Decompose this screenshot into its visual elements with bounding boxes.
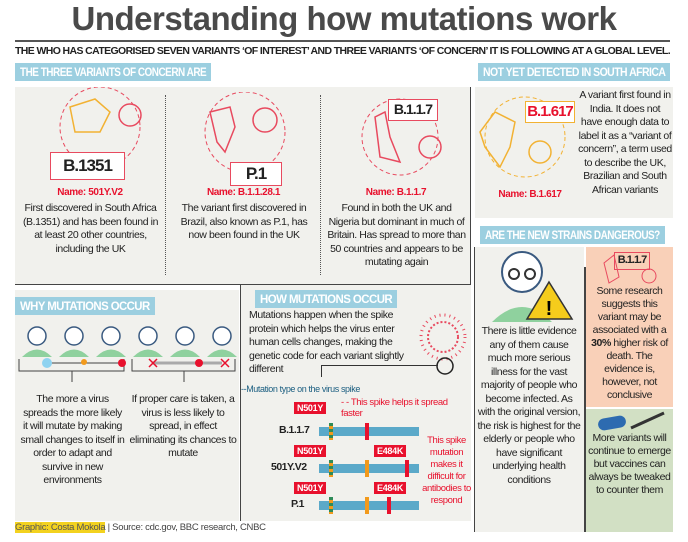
why-care-text: If proper care is taken, a virus is less… xyxy=(129,393,237,459)
mutation-marker xyxy=(329,497,333,514)
concern-panel: B.1351 Name: 501Y.V2 First discovered in… xyxy=(15,87,471,285)
mutation-marker xyxy=(365,497,369,514)
divider xyxy=(584,267,586,532)
brazil-virus-icon xyxy=(204,92,286,173)
variant-description: A variant first found in India. It does … xyxy=(578,89,672,196)
mutation-marker xyxy=(329,460,333,477)
footer: Graphic: Costa Mokola | Source: cdc.gov,… xyxy=(15,522,266,533)
spike-bar xyxy=(319,427,419,436)
connector-line xyxy=(321,365,438,377)
india-virus-icon xyxy=(479,96,566,178)
research-text-pre: Some research suggests this variant may … xyxy=(592,285,667,336)
not-detected-label: NOT YET DETECTED IN SOUTH AFRICA xyxy=(478,63,670,81)
not-detected-panel: B.1.617 Name: B.1.617 A variant first fo… xyxy=(475,87,673,218)
mutation-marker xyxy=(365,423,369,440)
how-panel: HOW MUTATIONS OCCUR Mutations happen whe… xyxy=(240,285,471,521)
vaccine-panel: More variants will continue to emerge bu… xyxy=(586,409,673,532)
why-panel: WHY MUTATIONS OCCUR The more a virus spr… xyxy=(15,290,239,521)
antibody-note: This spike mutation makes it difficult f… xyxy=(422,435,471,506)
mutation-tag-n501y: N501Y xyxy=(294,402,327,414)
graphic-credit: Graphic: Costa Mokola xyxy=(15,522,106,533)
variant-code: B.1.1.7 xyxy=(388,99,438,121)
subtitle-text: THE WHO HAS CATEGORISED SEVEN VARIANTS ‘… xyxy=(15,45,670,57)
mutation-legend: --Mutation type on the virus spike xyxy=(241,384,360,394)
not-detected-label-text: NOT YET DETECTED IN SOUTH AFRICA xyxy=(483,65,666,79)
variant-description: Found in both the UK and Nigeria but dom… xyxy=(327,202,466,268)
dangerous-description: There is little evidence any of them cau… xyxy=(477,325,581,486)
mutation-marker xyxy=(365,460,369,477)
how-description: Mutations happen when the spike protein … xyxy=(249,309,404,375)
variant-name: Name: B.1.617 xyxy=(498,189,562,200)
spike-bar xyxy=(319,464,419,473)
source-credit: | Source: cdc.gov, BBC research, CNBC xyxy=(107,522,266,533)
spike-bar xyxy=(319,501,419,510)
variant-name: Name: B.1.1.28.1 xyxy=(206,187,281,198)
variant-description: The variant first discovered in Brazil, … xyxy=(180,202,308,241)
why-spread-text: The more a virus spreads the more likely… xyxy=(20,393,125,486)
variant-code: P.1 xyxy=(230,162,282,186)
why-label: WHY MUTATIONS OCCUR xyxy=(15,297,155,315)
mutation-tag-n501y: N501Y xyxy=(294,482,327,494)
vaccine-text: More variants will continue to emerge bu… xyxy=(588,432,671,496)
mutation-legend-text: Mutation type on the virus spike xyxy=(246,384,360,394)
south-africa-virus-icon xyxy=(59,87,142,167)
variant-name: Name: 501Y.V2 xyxy=(57,187,123,198)
elderly-person-warning-icon: ! xyxy=(492,251,574,322)
dangerous-label-text: ARE THE NEW STRAINS DANGEROUS? xyxy=(485,228,660,242)
variant-name: Name: B.1.1.7 xyxy=(365,187,427,198)
divider xyxy=(165,95,166,275)
mutation-tag-n501y: N501Y xyxy=(294,445,327,457)
variant-row-label: P.1 xyxy=(291,498,304,510)
dangerous-panel: ! There is little evidence any of them c… xyxy=(474,247,584,532)
how-label-text: HOW MUTATIONS OCCUR xyxy=(260,292,393,306)
variant-row-label: 501Y.V2 xyxy=(271,461,307,473)
virus-spike-icon xyxy=(419,313,467,375)
variant-row-label: B.1.1.7 xyxy=(279,424,310,436)
concern-label-text: THE THREE VARIANTS OF CONCERN ARE xyxy=(20,65,207,79)
dangerous-label: ARE THE NEW STRAINS DANGEROUS? xyxy=(480,226,665,244)
variant-code: B.1.617 xyxy=(525,101,575,123)
research-percent: 30% xyxy=(591,337,611,349)
vaccine-syringe-icon xyxy=(598,411,665,431)
page-title: Understanding how mutations work xyxy=(71,0,617,37)
spread-note: - - This spike helps it spread faster xyxy=(341,397,448,419)
research-panel: B.1.1.7 Some research suggests this vari… xyxy=(586,247,673,407)
people-spread-icon xyxy=(18,326,237,382)
variant-description: First discovered in South Africa (B.1351… xyxy=(22,202,159,255)
mutation-tag-e484k: E484K xyxy=(374,445,407,457)
spread-note-text: This spike helps it spread faster xyxy=(341,397,448,419)
mutation-tag-e484k: E484K xyxy=(374,482,407,494)
why-label-text: WHY MUTATIONS OCCUR xyxy=(20,299,150,313)
research-text: Some research suggests this variant may … xyxy=(587,285,672,402)
svg-text:!: ! xyxy=(546,298,553,320)
concern-label: THE THREE VARIANTS OF CONCERN ARE xyxy=(15,63,211,81)
divider xyxy=(320,95,321,275)
mutation-marker xyxy=(329,423,333,440)
how-label: HOW MUTATIONS OCCUR xyxy=(255,290,397,308)
title-divider xyxy=(15,40,670,42)
subtitle: THE WHO HAS CATEGORISED SEVEN VARIANTS ‘… xyxy=(15,45,670,57)
mutation-marker xyxy=(405,460,409,477)
mutation-marker xyxy=(387,497,391,514)
variant-code: B.1351 xyxy=(50,152,125,180)
variant-code: B.1.1.7 xyxy=(614,252,650,270)
research-text-post: higher risk of death. The evidence is, h… xyxy=(602,337,668,401)
